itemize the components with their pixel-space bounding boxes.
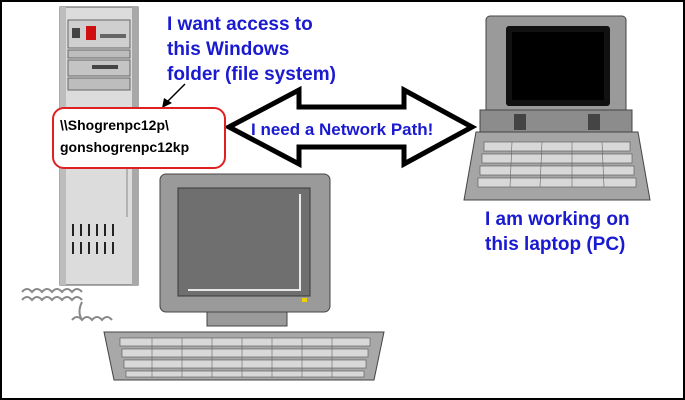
laptop-icon (463, 15, 651, 201)
unc-path-highlight (52, 107, 226, 169)
laptop-label-line-2: this laptop (PC) (485, 234, 626, 255)
laptop-label: I am working on this laptop (PC) (485, 207, 630, 257)
target-folder-line-2: this Windows (167, 39, 290, 60)
double-arrow-icon (223, 85, 478, 169)
unc-path-text: \\Shogrenpc12p\ gonshogrenpc12kp (60, 114, 189, 158)
laptop-label-line-1: I am working on (485, 209, 630, 230)
pointer-arrow-icon (162, 83, 186, 108)
keyboard-icon (103, 331, 385, 381)
target-folder-line-3: folder (file system) (167, 64, 336, 85)
cable-icon (21, 288, 113, 322)
target-folder-line-1: I want access to (167, 14, 313, 35)
unc-path-line-2: gonshogrenpc12kp (60, 139, 190, 155)
unc-path-line-1: \\Shogrenpc12p\ (60, 117, 169, 133)
network-path-label: I need a Network Path! (251, 120, 434, 139)
crt-monitor-icon (159, 173, 331, 327)
target-folder-label: I want access to this Windows folder (fi… (167, 12, 336, 87)
